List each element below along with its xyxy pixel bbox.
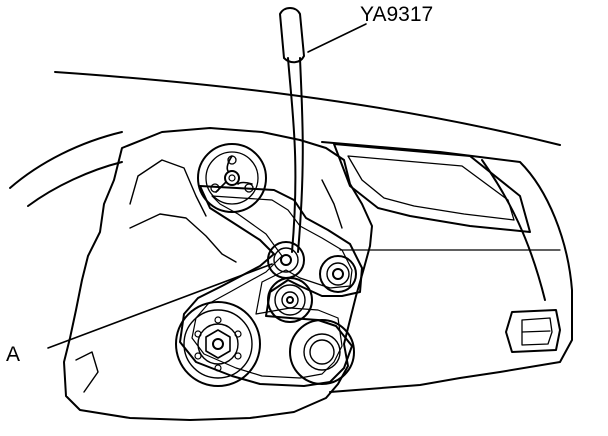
tool-label: YA9317 [360,3,434,26]
engine-block-outline [63,127,373,421]
vehicle-body-outline [321,141,573,393]
upper-idler-pulley [197,143,267,213]
fog-light-inner [521,317,553,346]
tool-shaft [287,57,297,253]
tool-shaft-edge [297,57,304,253]
tool-leader-line [307,23,367,53]
alternator-pulley [267,277,313,323]
hood-arc-inner [27,161,123,207]
fog-light-divider [521,330,551,333]
power-steering-pulley [289,319,355,385]
a-leader-line [47,263,273,349]
right-idler-pulley [319,255,357,293]
hood-edge-line [54,71,561,146]
hood-arc-outer [9,131,123,189]
headlight-frame [333,143,531,233]
fog-light-housing [505,309,561,353]
headlight-inner [347,155,515,221]
engine-detail-line-4 [75,351,99,393]
engine-detail-line-2 [129,213,237,263]
component-a-label: A [6,343,21,366]
engine-detail-line-1 [129,159,207,217]
crankshaft-pulley [175,301,261,387]
tool-handle-grip [279,7,305,64]
engine-detail-line-3 [321,179,343,229]
tensioner-tool [279,7,305,253]
